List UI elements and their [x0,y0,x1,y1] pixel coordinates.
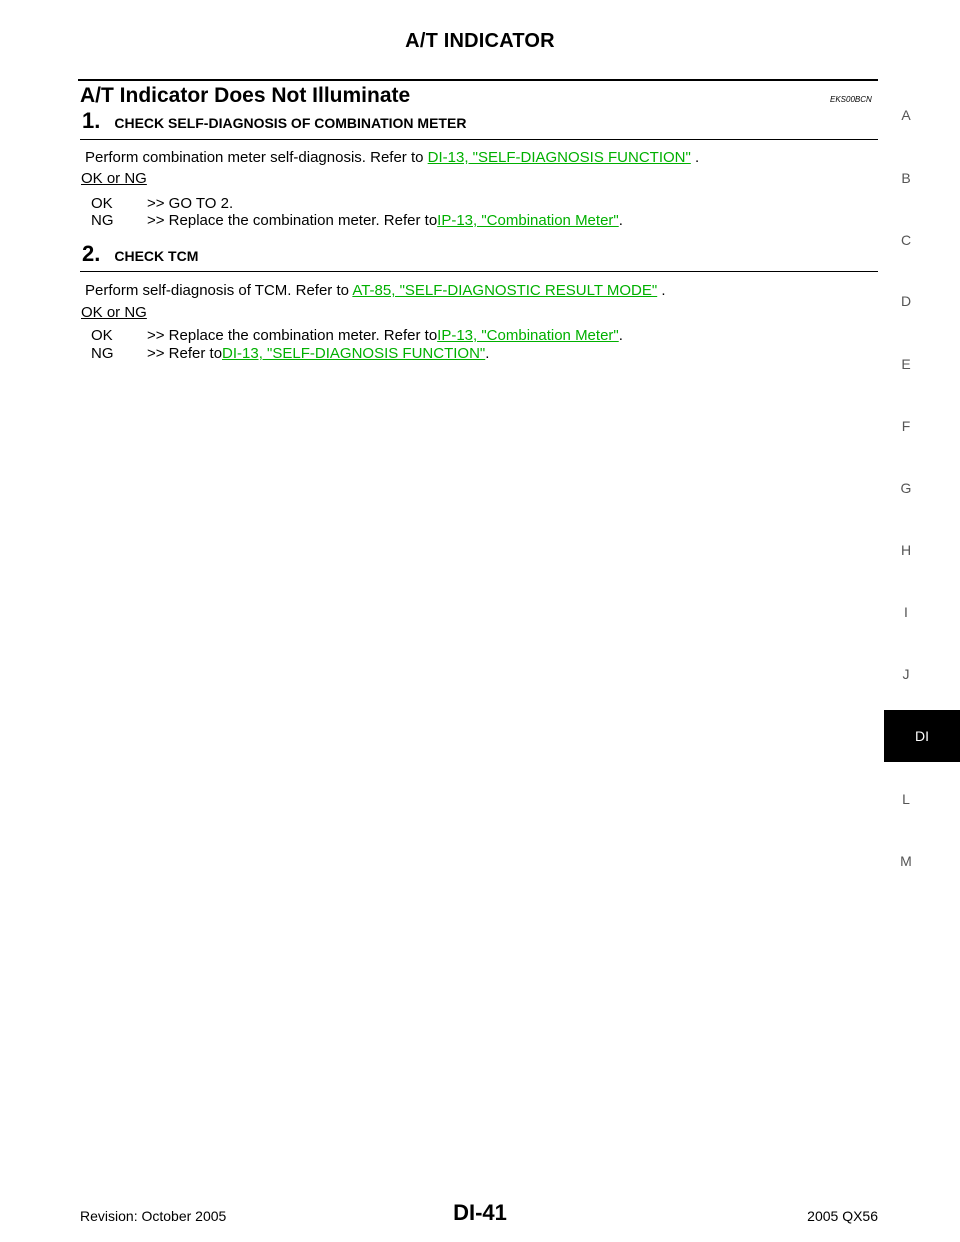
result-suffix: . [485,345,490,362]
step-label: CHECK TCM [114,248,199,264]
side-tab-m[interactable]: M [900,853,912,869]
side-tab-l[interactable]: L [902,791,910,807]
footer-page-number: DI-41 [453,1200,507,1225]
step-label: CHECK SELF-DIAGNOSIS OF COMBINATION METE… [114,115,467,131]
ref-link-at85[interactable]: AT-85, "SELF-DIAGNOSTIC RESULT MODE" [352,282,658,299]
step-1-result-ok: OK >> GO TO 2. [91,195,233,212]
result-text: >> Replace the combination meter. Refer … [147,327,438,344]
footer-revision: Revision: October 2005 [80,1208,227,1224]
instruction-text: Perform combination meter self-diagnosis… [85,149,428,166]
side-tab-h[interactable]: H [900,542,912,558]
side-tab-j[interactable]: J [902,666,910,682]
result-suffix: . [618,212,623,229]
result-key: OK [91,195,113,212]
side-tab-f[interactable]: F [901,418,911,434]
side-tab-b[interactable]: B [901,170,911,186]
result-key: NG [91,345,114,362]
page-title: A/T INDICATOR [405,30,555,52]
step-2-result-ng: NG >> Refer to DI-13, "SELF-DIAGNOSIS FU… [91,345,489,362]
step-2-ok-or-ng: OK or NG [81,304,147,321]
side-tab-di-active[interactable]: DI [884,710,960,762]
side-tab-e[interactable]: E [901,356,911,372]
header-rule [78,79,878,81]
side-tab-a[interactable]: A [901,107,911,123]
step-2-result-ok: OK >> Replace the combination meter. Ref… [91,327,623,344]
section-title: A/T Indicator Does Not Illuminate [80,84,411,107]
ref-link-ip13[interactable]: IP-13, "Combination Meter" [437,212,619,229]
side-tab-i[interactable]: I [904,604,908,620]
step-1-heading: 1. CHECK SELF-DIAGNOSIS OF COMBINATION M… [82,108,466,134]
step-2-heading: 2. CHECK TCM [82,241,198,267]
ref-link-di13[interactable]: DI-13, "SELF-DIAGNOSIS FUNCTION" [427,149,691,166]
step-1-ok-or-ng: OK or NG [81,170,147,187]
result-key: NG [91,212,114,229]
step-number: 1. [82,108,101,133]
result-key: OK [91,327,113,344]
step-2-instruction: Perform self-diagnosis of TCM. Refer to … [85,282,666,299]
instruction-suffix: . [690,149,700,166]
step-1-rule [80,139,878,140]
result-text: >> Replace the combination meter. Refer … [147,212,438,229]
result-suffix: . [618,327,623,344]
step-1-result-ng: NG >> Replace the combination meter. Ref… [91,212,623,229]
result-text: >> GO TO 2. [147,195,234,212]
footer-model: 2005 QX56 [807,1208,878,1224]
result-text: >> Refer to [147,345,223,362]
instruction-suffix: . [657,282,666,299]
step-1-instruction: Perform combination meter self-diagnosis… [85,149,699,166]
side-tab-c[interactable]: C [900,232,912,248]
step-number: 2. [82,241,101,266]
section-code: EKS00BCN [830,95,872,104]
ref-link-di13[interactable]: DI-13, "SELF-DIAGNOSIS FUNCTION" [222,345,486,362]
ref-link-ip13[interactable]: IP-13, "Combination Meter" [437,327,619,344]
side-tab-d[interactable]: D [900,293,912,309]
side-tab-g[interactable]: G [900,480,912,496]
instruction-text: Perform self-diagnosis of TCM. Refer to [85,282,353,299]
step-2-rule [80,271,878,272]
